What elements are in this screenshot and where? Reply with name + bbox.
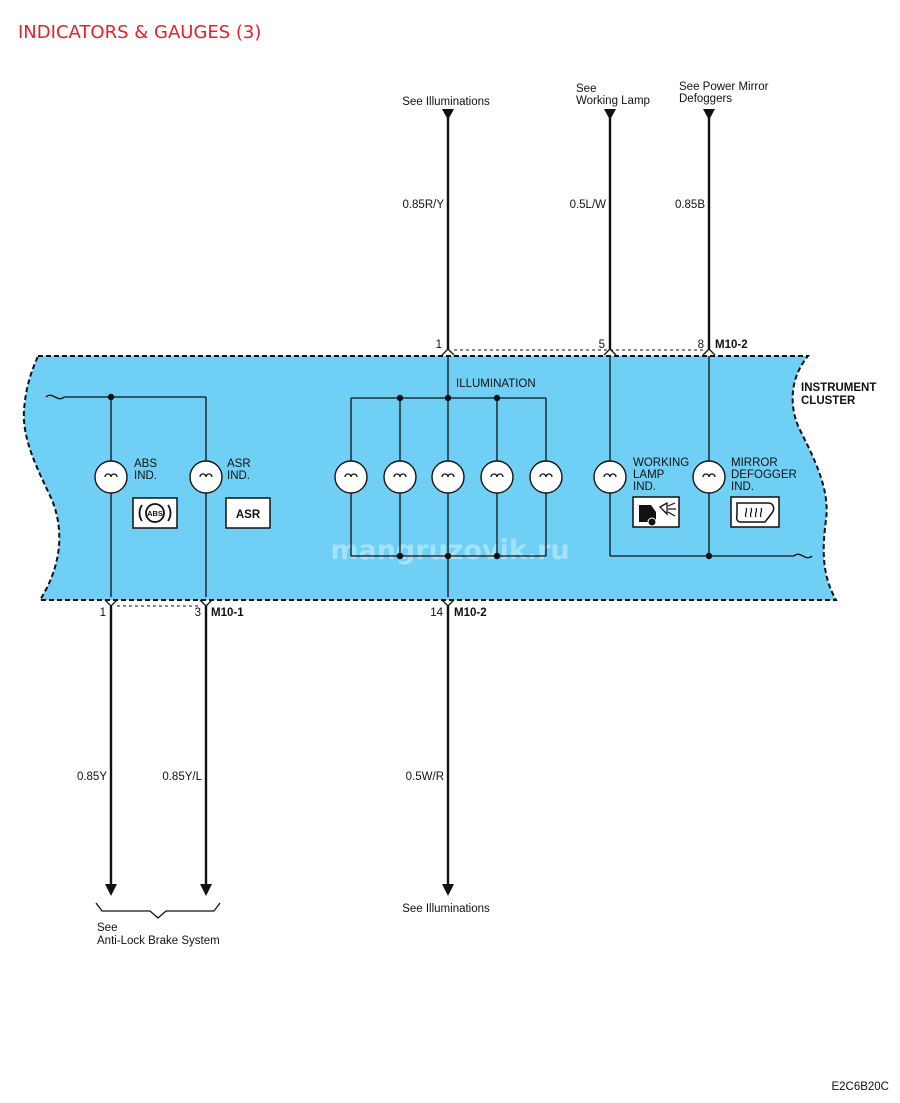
- abs-asr-circuit: [45, 393, 207, 597]
- ref-working-lamp-line1: See: [576, 83, 596, 95]
- diagram-code: E2C6B20C: [831, 1081, 889, 1093]
- mirror-ind-line2: DEFOGGER: [731, 469, 797, 481]
- asr-badge-text: ASR: [236, 509, 261, 521]
- wire-label-bottom-asr: 0.85Y/L: [162, 771, 202, 783]
- wire-label-top-illum: 0.85R/Y: [402, 199, 444, 211]
- working-ind-line2: LAMP: [633, 469, 665, 481]
- working-lamp-bulb-icon: [593, 460, 627, 494]
- wire-top-illumination: [442, 109, 454, 350]
- working-ind-line1: WORKING: [633, 457, 689, 469]
- abs-ind-line2: IND.: [134, 470, 157, 482]
- connector-label-bottom-mid: M10-2: [454, 607, 487, 619]
- mirror-ind-line1: MIRROR: [731, 457, 778, 469]
- ref-illuminations-top: See Illuminations: [402, 96, 490, 108]
- wire-label-bottom-illum: 0.5W/R: [406, 771, 444, 783]
- connector-m10-2-bottom: [441, 599, 455, 607]
- ref-power-mirror-line1: See Power Mirror: [679, 81, 769, 93]
- cluster-label-line2: CLUSTER: [801, 395, 856, 407]
- illumination-bulb-icon: [383, 460, 417, 494]
- right-indicator-circuit: [609, 356, 813, 560]
- ref-working-lamp-line2: Working Lamp: [576, 95, 650, 107]
- wire-label-top-mirror: 0.85B: [675, 199, 705, 211]
- watermark: mangruzovik.ru: [330, 535, 569, 566]
- working-ind-line3: IND.: [633, 481, 656, 493]
- illumination-bulb-icon: [529, 460, 563, 494]
- ref-abs-line2: Anti-Lock Brake System: [97, 935, 220, 947]
- pin-1-top: 1: [436, 339, 442, 351]
- wire-bottom-abs: [105, 606, 117, 896]
- mirror-defogger-icon: [730, 496, 780, 528]
- pin-5-top: 5: [599, 339, 605, 351]
- pin-3-bottom: 3: [195, 607, 201, 619]
- abs-warning-icon: ABS: [132, 497, 178, 529]
- wire-top-working-lamp: [604, 109, 616, 350]
- mirror-defogger-bulb-icon: [692, 460, 726, 494]
- instrument-cluster-body: [22, 355, 838, 601]
- connector-label-bottom-left: M10-1: [211, 607, 244, 619]
- connector-m10-2-top: [441, 348, 716, 356]
- working-lamp-icon: [632, 496, 680, 528]
- page-title: INDICATORS & GAUGES (3): [18, 22, 261, 43]
- cluster-label-line1: INSTRUMENT: [801, 382, 876, 394]
- illumination-bulb-icon: [334, 460, 368, 494]
- wire-label-bottom-abs: 0.85Y: [77, 771, 107, 783]
- asr-ind-line2: IND.: [227, 470, 250, 482]
- wire-top-mirror: [703, 109, 715, 350]
- pin-14-bottom: 14: [430, 607, 443, 619]
- asr-bulb-icon: [189, 460, 223, 494]
- pin-1-bottom: 1: [100, 607, 106, 619]
- illumination-label: ILLUMINATION: [456, 378, 536, 390]
- asr-ind-line1: ASR: [227, 458, 251, 470]
- asr-badge: ASR: [225, 497, 271, 529]
- mirror-ind-line3: IND.: [731, 481, 754, 493]
- illumination-bulb-icon: [431, 460, 465, 494]
- wire-bottom-illumination: [442, 606, 454, 896]
- ref-power-mirror-line2: Defoggers: [679, 93, 732, 105]
- abs-reference-brace: [95, 902, 221, 919]
- illumination-bulb-icon: [480, 460, 514, 494]
- abs-bulb-icon: [94, 460, 128, 494]
- abs-badge-text: ABS: [147, 509, 163, 518]
- connector-label-top: M10-2: [715, 339, 748, 351]
- pin-8-top: 8: [698, 339, 704, 351]
- abs-ind-line1: ABS: [134, 458, 157, 470]
- ref-abs-line1: See: [97, 922, 117, 934]
- wire-label-top-work: 0.5L/W: [570, 199, 607, 211]
- illumination-circuit: [350, 356, 547, 597]
- wire-bottom-asr: [200, 606, 212, 896]
- ref-illuminations-bottom: See Illuminations: [402, 903, 490, 915]
